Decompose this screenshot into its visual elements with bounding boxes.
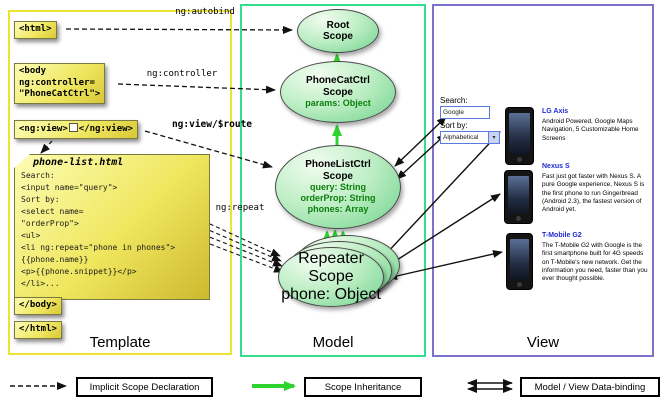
scope-prop: phone: Object: [281, 286, 381, 303]
scope-name: PhoneCatCtrl: [306, 75, 370, 87]
ng-view-tag: <ng:view> </ng:view>: [14, 120, 138, 139]
scope-prop: params: Object: [305, 98, 371, 109]
phone-description: Android Powered, Google Maps Navigation,…: [542, 118, 639, 142]
note-code-line: <ul>: [21, 231, 41, 240]
label-ng-repeat: ng:repeat: [215, 203, 265, 213]
label-ng-controller: ng:controller: [146, 69, 218, 79]
template-panel-label: Template: [89, 334, 151, 351]
scope-prop: phones: Array: [307, 203, 369, 214]
phone-description: Fast just got faster with Nexus S. A pur…: [542, 173, 645, 214]
legend-implicit-scope: Implicit Scope Declaration: [76, 377, 213, 397]
note-code-line: <p>{{phone.snippet}}</p>: [21, 267, 137, 276]
note-code-line: <input name="query">: [21, 183, 118, 192]
sort-select[interactable]: Alphabetical ▾: [440, 131, 500, 144]
note-code-line: Sort by:: [21, 195, 60, 204]
scope-name: Repeater: [298, 250, 364, 267]
phone-list-note: phone-list.html Search: <input name="que…: [14, 154, 210, 300]
repeater-scope-ellipse: Repeater Scope phone: Object: [278, 247, 384, 307]
body-controller-tag: <body ng:controller= "PhoneCatCtrl">: [14, 63, 106, 105]
phone-image-tmobile-g2: [506, 233, 533, 290]
phone-button: [517, 157, 522, 162]
body-close-tag: </body>: [14, 297, 62, 315]
scope-name: PhoneListCtrl: [305, 159, 371, 171]
phone-link[interactable]: LG Axis: [542, 108, 569, 115]
phonelistctrl-scope-ellipse: PhoneListCtrl Scope query: String orderP…: [275, 145, 401, 229]
dropdown-arrow-icon: ▾: [488, 132, 499, 143]
scope-word: Scope: [322, 170, 353, 182]
body-open-line: ng:controller=: [19, 77, 95, 88]
repeater-scope-stack: Repeater Scope phone: Object: [278, 235, 402, 307]
ng-view-open: <ng:view>: [19, 124, 68, 134]
model-panel-label: Model: [312, 334, 354, 351]
note-code-line: <li ng:repeat="phone in phones">: [21, 243, 176, 252]
root-scope-ellipse: Root Scope: [297, 9, 379, 53]
body-open-line: <body: [19, 66, 47, 76]
search-input[interactable]: [440, 106, 490, 119]
search-label: Search:: [440, 96, 468, 105]
phone-link[interactable]: Nexus S: [542, 163, 570, 170]
html-open-tag: <html>: [14, 21, 57, 39]
note-code-line: <select name=: [21, 207, 84, 216]
scope-word: Scope: [308, 268, 354, 285]
label-ng-autobind: ng:autobind: [175, 7, 235, 17]
note-code-line: "orderProp">: [21, 219, 79, 228]
scope-prop: query: String: [309, 182, 366, 193]
scope-word: Scope: [322, 86, 353, 98]
phone-button: [516, 216, 521, 221]
phone-image-lg-axis: [505, 107, 534, 165]
scope-prop: orderProp: String: [300, 193, 376, 204]
sort-by-label: Sort by:: [440, 121, 468, 130]
legend-data-binding: Model / View Data-binding: [520, 377, 660, 397]
label-ng-view-route: ng:view/$route: [171, 119, 253, 130]
note-code-line: Search:: [21, 171, 55, 180]
scope-word: Scope: [322, 31, 353, 42]
legend-scope-inheritance: Scope Inheritance: [304, 377, 422, 397]
body-open-line: "PhoneCatCtrl">: [19, 89, 101, 100]
phone-image-nexus-s: [504, 170, 533, 224]
phone-description: The T-Mobile G2 with Google is the first…: [542, 242, 648, 283]
phone-button: [517, 282, 522, 287]
note-title: phone-list.html: [33, 157, 124, 168]
html-close-tag: </html>: [14, 321, 62, 339]
phone-screen: [508, 176, 529, 214]
view-panel-label: View: [526, 334, 560, 351]
phonecatctrl-scope-ellipse: PhoneCatCtrl Scope params: Object: [280, 61, 396, 123]
ng-view-close: </ng:view>: [78, 124, 133, 134]
view-placeholder-icon: [68, 123, 78, 132]
sort-select-value: Alphabetical: [443, 134, 479, 141]
phone-screen: [509, 113, 530, 155]
note-code-line: {{phone.name}}: [21, 255, 89, 264]
phone-screen: [510, 239, 529, 280]
phone-link[interactable]: T-Mobile G2: [542, 232, 582, 239]
scope-name: Root: [326, 19, 350, 31]
note-code-line: </li>...: [21, 279, 60, 288]
